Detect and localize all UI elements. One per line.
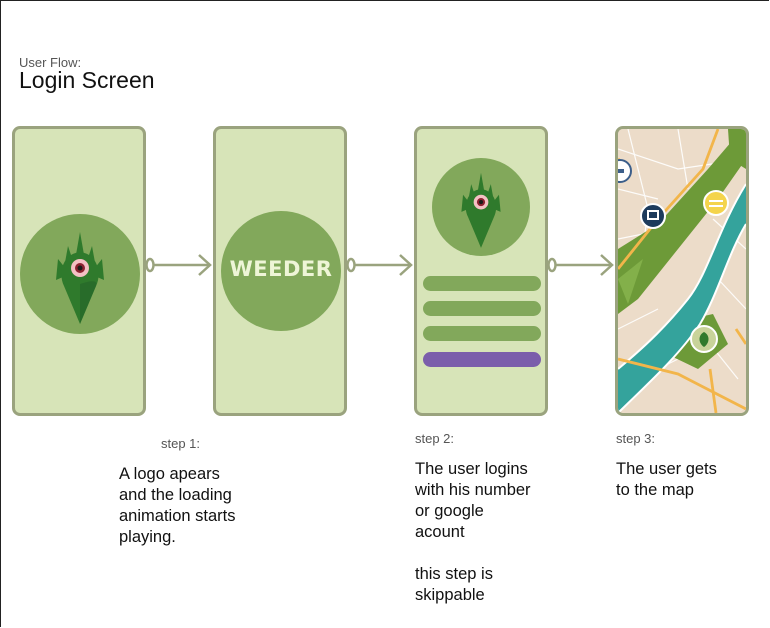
step-2-label: step 2: [415,431,455,446]
logo-circle [20,214,140,334]
step-1-description: A logo apears and the loading animation … [119,465,236,546]
flow-subtitle: User Flow: [19,55,82,70]
weed-pin-logo-icon [56,232,104,324]
flow-arrow-3 [547,254,614,276]
flow-title: Login Screen [19,67,155,93]
map-view[interactable] [618,129,746,413]
login-logo-circle [432,158,530,256]
screen-map [615,126,749,416]
login-submit-button[interactable] [423,352,541,367]
step-2-description: The user logins with his number or googl… [415,460,531,604]
login-field-placeholder-2[interactable] [423,301,541,316]
flow-arrow-2 [346,254,413,276]
map-pin-food-icon [703,190,729,216]
login-field-placeholder-1[interactable] [423,276,541,291]
step-3-label: step 3: [616,431,656,446]
wordmark-circle: WEEDER [221,211,341,331]
weeder-wordmark: WEEDER [229,257,333,281]
step-1-label: step 1: [161,436,201,451]
map-pin-icon [618,159,632,183]
screen-login [414,126,548,416]
screen-wordmark-splash: WEEDER [213,126,347,416]
flow-arrow-1 [145,254,212,276]
screen-logo-splash [12,126,146,416]
login-field-placeholder-3[interactable] [423,326,541,341]
step-3-description: The user gets to the map [616,460,717,499]
weed-pin-logo-icon [461,172,501,248]
